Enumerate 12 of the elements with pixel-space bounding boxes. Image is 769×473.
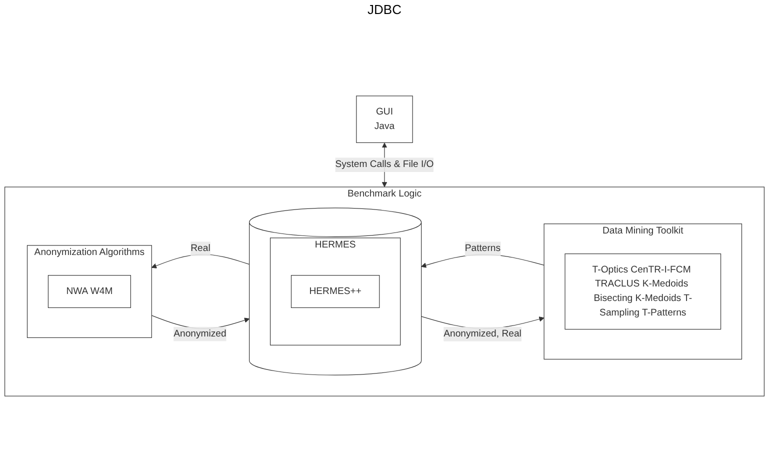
- edge-label: Patterns: [464, 243, 501, 254]
- node-box: NWA W4M: [48, 275, 131, 308]
- edge-label: Real: [190, 243, 210, 254]
- edge-label: Anonymized: [174, 328, 226, 339]
- node-box: T-Optics CenTR-I-FCM TRACLUS K-Medoids Bisecting K-Medoids T-Sampling T-Patterns: [564, 253, 722, 330]
- node-box: GUI Java: [356, 96, 413, 143]
- arrow: [151, 254, 250, 268]
- protocol-label: JDBC: [368, 2, 402, 17]
- edge-label: System Calls & File I/O: [335, 159, 434, 170]
- cluster: [249, 208, 422, 376]
- node-box: HERMES++: [290, 275, 380, 308]
- edge-label: Anonymized, Real: [444, 328, 522, 339]
